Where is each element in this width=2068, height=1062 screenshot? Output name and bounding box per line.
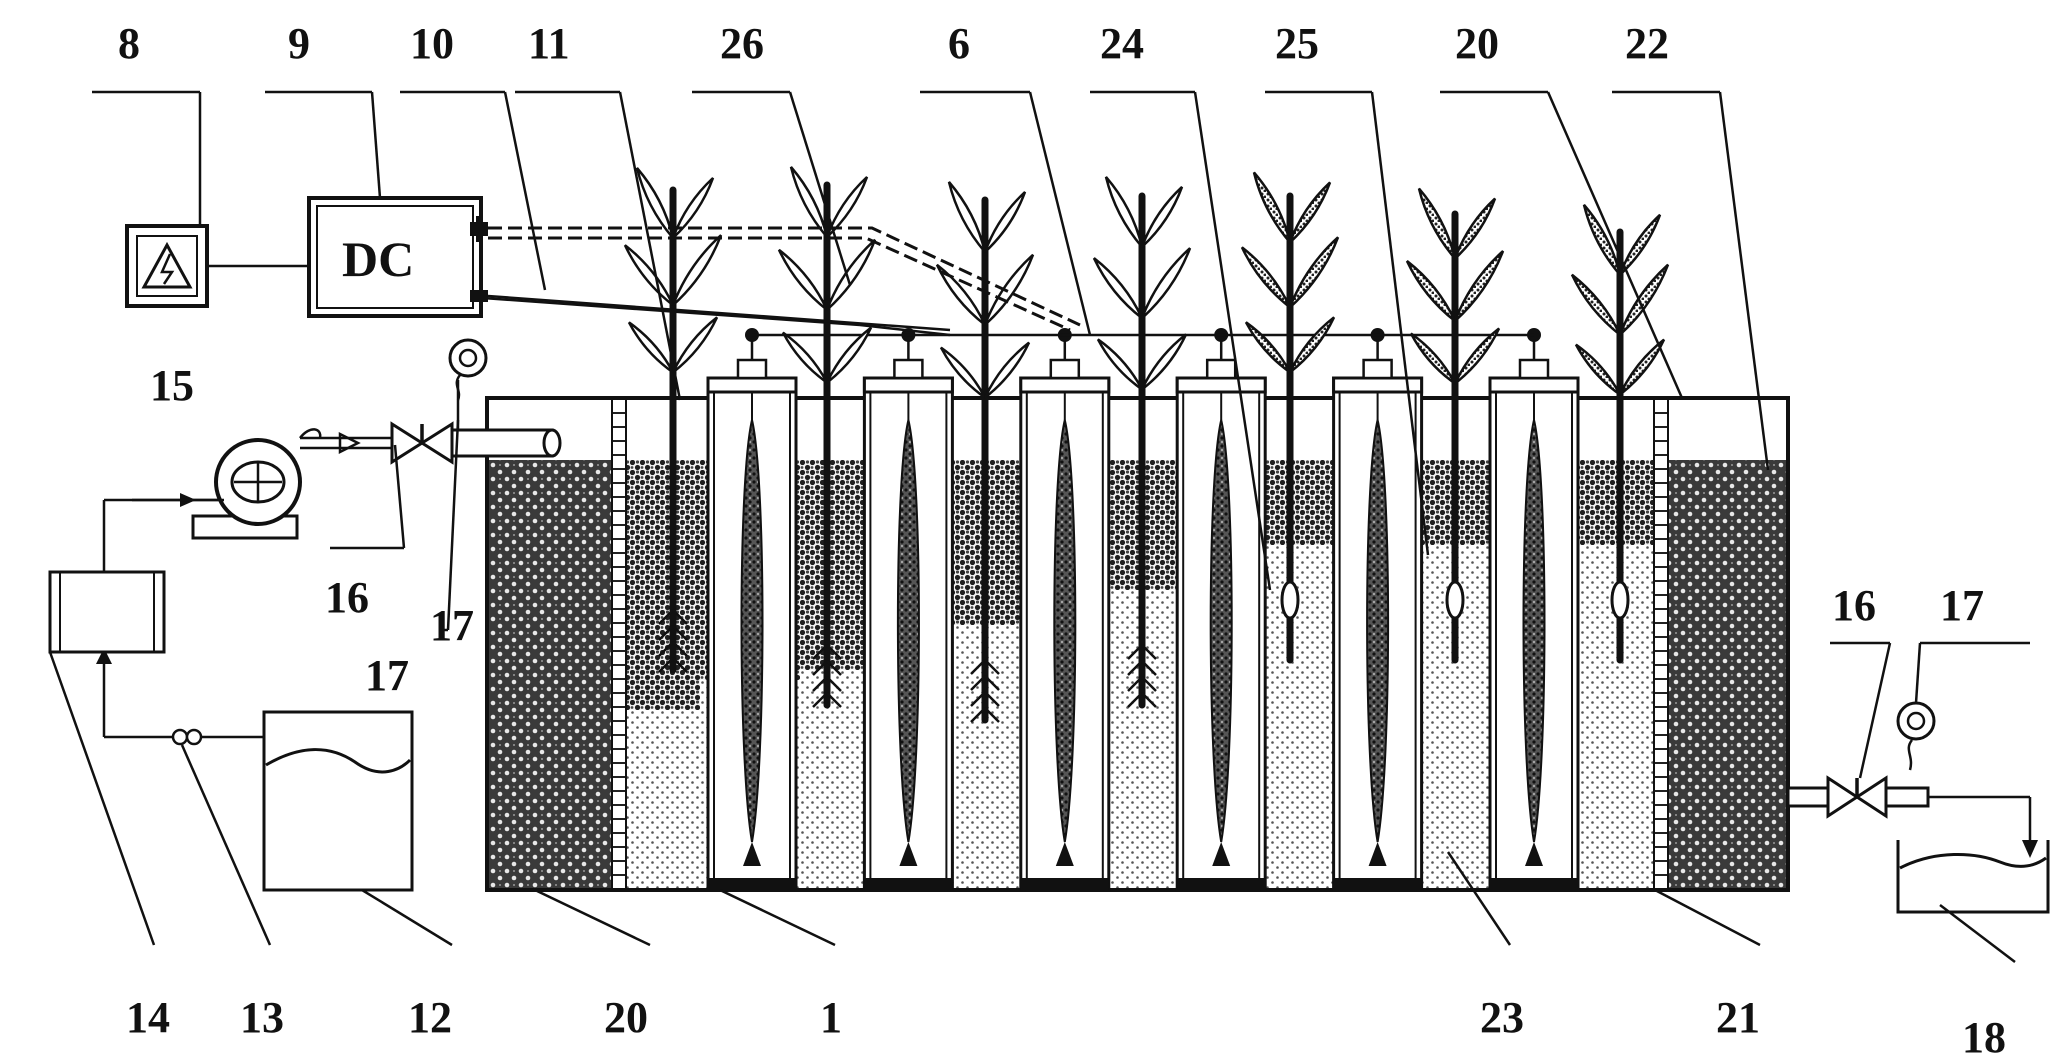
label-10: 10	[410, 19, 454, 68]
inlet-pipe	[450, 428, 554, 458]
pressure-gauge-left	[448, 338, 488, 378]
electrode-tube	[1175, 328, 1267, 892]
flow-meter-left	[171, 728, 189, 746]
label-13: 13	[240, 993, 284, 1042]
label-22: 22	[1625, 19, 1669, 68]
label-9: 9	[288, 19, 310, 68]
label-17-right: 17	[1940, 581, 1984, 630]
wetland-plant	[1240, 171, 1340, 664]
wetland-plant	[1092, 176, 1192, 709]
tank-outline	[485, 396, 1790, 892]
label-14: 14	[126, 993, 170, 1042]
wetland-tank	[485, 396, 1790, 892]
outlet-valve	[1826, 775, 1860, 819]
label-16-left: 16	[325, 573, 369, 622]
plant-group	[623, 166, 1670, 724]
outlet-pipe	[1786, 786, 1830, 808]
label-20-top: 20	[1455, 19, 1499, 68]
label-21: 21	[1716, 993, 1760, 1042]
dc-label: DC	[342, 231, 414, 287]
wetland-plant	[935, 181, 1035, 724]
warning-icon	[141, 241, 193, 289]
gravel-zone-left	[487, 460, 612, 890]
raw-water-tank	[262, 710, 414, 892]
label-18: 18	[1962, 1013, 2006, 1062]
electrode-tube	[862, 328, 954, 892]
wetland-plant	[623, 167, 723, 674]
label-25: 25	[1275, 19, 1319, 68]
electrode-group	[706, 328, 1580, 892]
label-6: 6	[948, 19, 970, 68]
leader-lines	[48, 90, 2030, 963]
part-labels: 8 9 10 11 26 6 24 25 20 22 15 16 17 17 1…	[118, 19, 2006, 1062]
label-17-tank: 17	[365, 651, 409, 700]
label-26: 26	[720, 19, 764, 68]
label-12: 12	[408, 993, 452, 1042]
electrode-tube	[1019, 328, 1111, 892]
wetland-plant	[777, 166, 877, 709]
dc-power-supply	[307, 196, 483, 318]
perforated-wall-right	[1653, 397, 1669, 891]
label-24: 24	[1100, 19, 1144, 68]
label-1: 1	[820, 993, 842, 1042]
outlet-system	[1786, 701, 2050, 914]
electrode-tube	[1332, 328, 1424, 892]
electrode-tube	[706, 328, 798, 892]
perforated-wall-left	[611, 397, 627, 891]
power-source-8	[125, 224, 209, 308]
wetland-plant	[1570, 203, 1670, 664]
inlet-valve	[390, 421, 425, 465]
wetland-plant	[1405, 187, 1505, 664]
label-8: 8	[118, 19, 140, 68]
label-15: 15	[150, 361, 194, 410]
label-17-left: 17	[430, 601, 474, 650]
label-23: 23	[1480, 993, 1524, 1042]
electrode-tube	[1488, 328, 1580, 892]
regulating-tank	[48, 570, 166, 654]
label-11: 11	[528, 19, 570, 68]
gravel-zone-right	[1668, 460, 1788, 890]
pressure-gauge-right	[1896, 701, 1936, 741]
feed-system	[48, 338, 562, 892]
negative-terminal	[470, 290, 488, 302]
label-16-right: 16	[1832, 581, 1876, 630]
power-supply: DC	[125, 196, 1081, 332]
label-20-bottom: 20	[604, 993, 648, 1042]
effluent-tank	[1896, 840, 2050, 914]
